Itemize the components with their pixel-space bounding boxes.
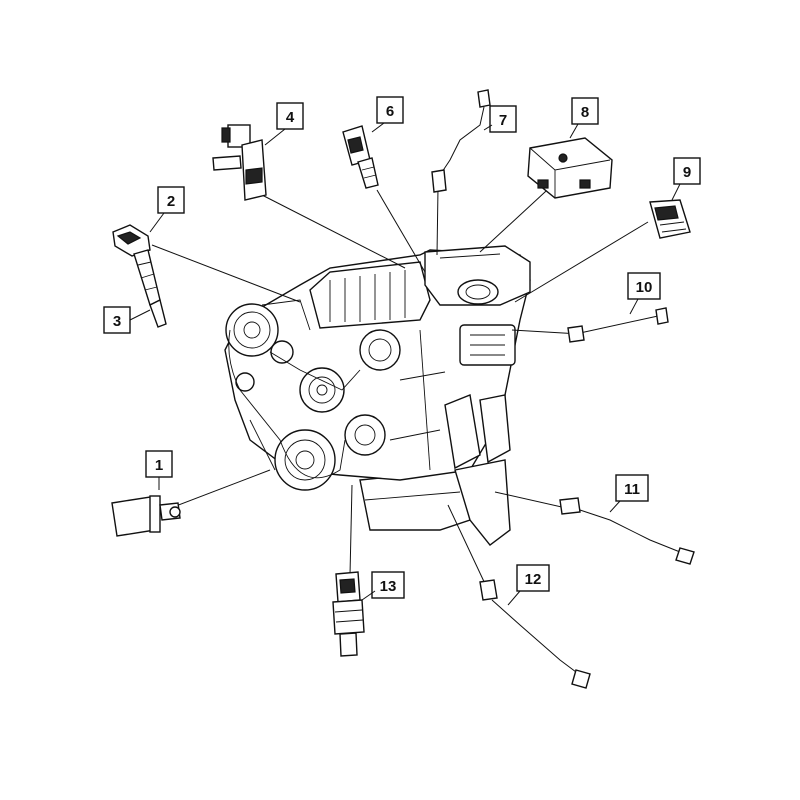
intake-ribs	[329, 270, 406, 322]
part-2-3-ignition-coil	[112, 224, 167, 328]
callout-4-label: 4	[286, 109, 295, 126]
part-6-temperature-sensor	[342, 125, 379, 189]
callout-6[interactable]: 6	[376, 96, 404, 124]
callout-9-label: 9	[683, 164, 691, 181]
callout-6-label: 6	[386, 103, 394, 120]
callout-4[interactable]: 4	[276, 102, 304, 130]
callout-3-label: 3	[113, 313, 121, 330]
part-4-camshaft-sensor	[212, 124, 267, 201]
part-9-sensor-plug	[649, 199, 691, 239]
callout-10-label: 10	[636, 279, 653, 296]
part-13-oil-pressure-sensor	[332, 571, 365, 657]
part-12-oxygen-sensor	[479, 579, 591, 689]
callout-1-label: 1	[155, 457, 163, 474]
callout-1[interactable]: 1	[145, 450, 173, 478]
callout-7-label: 7	[499, 112, 507, 129]
callout-9[interactable]: 9	[673, 157, 701, 185]
callout-8[interactable]: 8	[571, 97, 599, 125]
callout-7[interactable]: 7	[489, 105, 517, 133]
callout-12[interactable]: 12	[516, 564, 550, 592]
part-8-control-module	[527, 137, 613, 199]
callout-10[interactable]: 10	[627, 272, 661, 300]
part-10-oxygen-sensor	[567, 307, 669, 343]
callout-13-label: 13	[380, 578, 397, 595]
part-1-sensor	[111, 495, 181, 537]
callout-3[interactable]: 3	[103, 306, 131, 334]
callout-8-label: 8	[581, 104, 589, 121]
callout-pointers	[129, 122, 681, 606]
callout-11[interactable]: 11	[615, 474, 649, 502]
callout-2-label: 2	[167, 193, 175, 210]
engine-assembly	[224, 245, 531, 546]
callout-11-label: 11	[624, 481, 640, 498]
callout-12-label: 12	[525, 571, 542, 588]
callout-2[interactable]: 2	[157, 186, 185, 214]
part-11-oxygen-sensor	[559, 497, 695, 565]
part-7-sensor-lead	[431, 89, 491, 193]
callout-13[interactable]: 13	[371, 571, 405, 599]
